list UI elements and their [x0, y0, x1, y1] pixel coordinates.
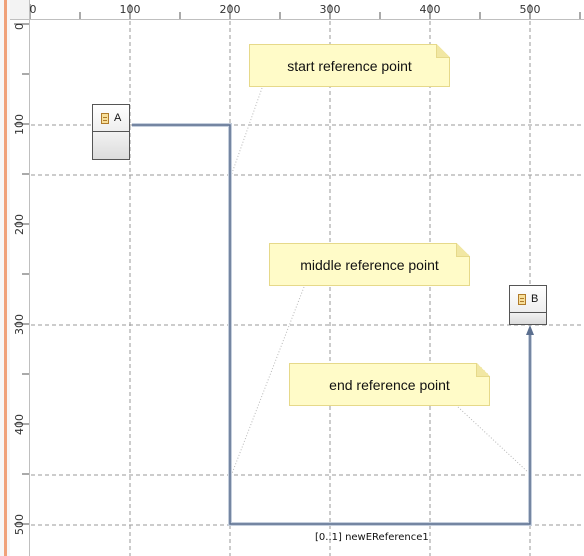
- hruler-label-300: 300: [319, 3, 341, 16]
- note-links: [230, 87, 531, 477]
- vruler-label-100: 100: [13, 114, 26, 135]
- start-note-link: [230, 87, 263, 177]
- eclass-b-label: B: [531, 293, 539, 305]
- hruler-label-500: 500: [519, 3, 541, 16]
- vruler-label-400: 400: [13, 414, 26, 435]
- eclass-a-body: [93, 132, 129, 159]
- start-reference-note-text: start reference point: [287, 57, 412, 74]
- horizontal-ruler[interactable]: 0 100 200 300 400 500: [30, 0, 584, 20]
- middle-reference-note-text: middle reference point: [300, 256, 439, 273]
- middle-reference-note[interactable]: middle reference point: [269, 243, 470, 286]
- horizontal-ruler-ticks: [30, 4, 581, 19]
- start-reference-note[interactable]: start reference point: [249, 44, 450, 87]
- note-fold: [456, 243, 470, 257]
- eclass-a[interactable]: A: [92, 104, 130, 160]
- eclass-b-body: [510, 313, 546, 324]
- end-note-link: [457, 406, 531, 475]
- eclass-a-label: A: [114, 112, 122, 124]
- vertical-ruler[interactable]: 0 100 200 300 400 500: [10, 20, 30, 556]
- eclass-icon: [518, 293, 526, 305]
- vruler-label-300: 300: [13, 314, 26, 335]
- diagram-svg: [31, 21, 584, 556]
- hruler-label-400: 400: [419, 3, 441, 16]
- vruler-label-500: 500: [13, 514, 26, 535]
- hruler-label-100: 100: [119, 3, 141, 16]
- reference-arrowhead: [526, 325, 534, 335]
- hruler-label-200: 200: [219, 3, 241, 16]
- vruler-label-0: 0: [13, 23, 26, 30]
- hruler-label-0: 0: [29, 3, 37, 16]
- eclass-b[interactable]: B: [509, 285, 547, 325]
- vertical-ruler-ticks: [14, 23, 29, 525]
- note-fold: [476, 363, 490, 377]
- end-reference-note-text: end reference point: [329, 376, 450, 393]
- reference-connection[interactable]: [132, 123, 534, 526]
- grid-lines: [31, 21, 584, 556]
- eclass-icon: [101, 112, 109, 124]
- eclass-b-header: B: [510, 286, 546, 313]
- middle-note-link: [230, 286, 305, 477]
- diagram-canvas[interactable]: start reference point middle reference p…: [31, 21, 584, 556]
- reference-label[interactable]: [0..1] newEReference1: [315, 532, 429, 543]
- editor-accent-bar: [4, 0, 7, 556]
- vruler-label-200: 200: [13, 214, 26, 235]
- end-reference-note[interactable]: end reference point: [289, 363, 490, 406]
- note-fold: [436, 44, 450, 58]
- eclass-a-header: A: [93, 105, 129, 132]
